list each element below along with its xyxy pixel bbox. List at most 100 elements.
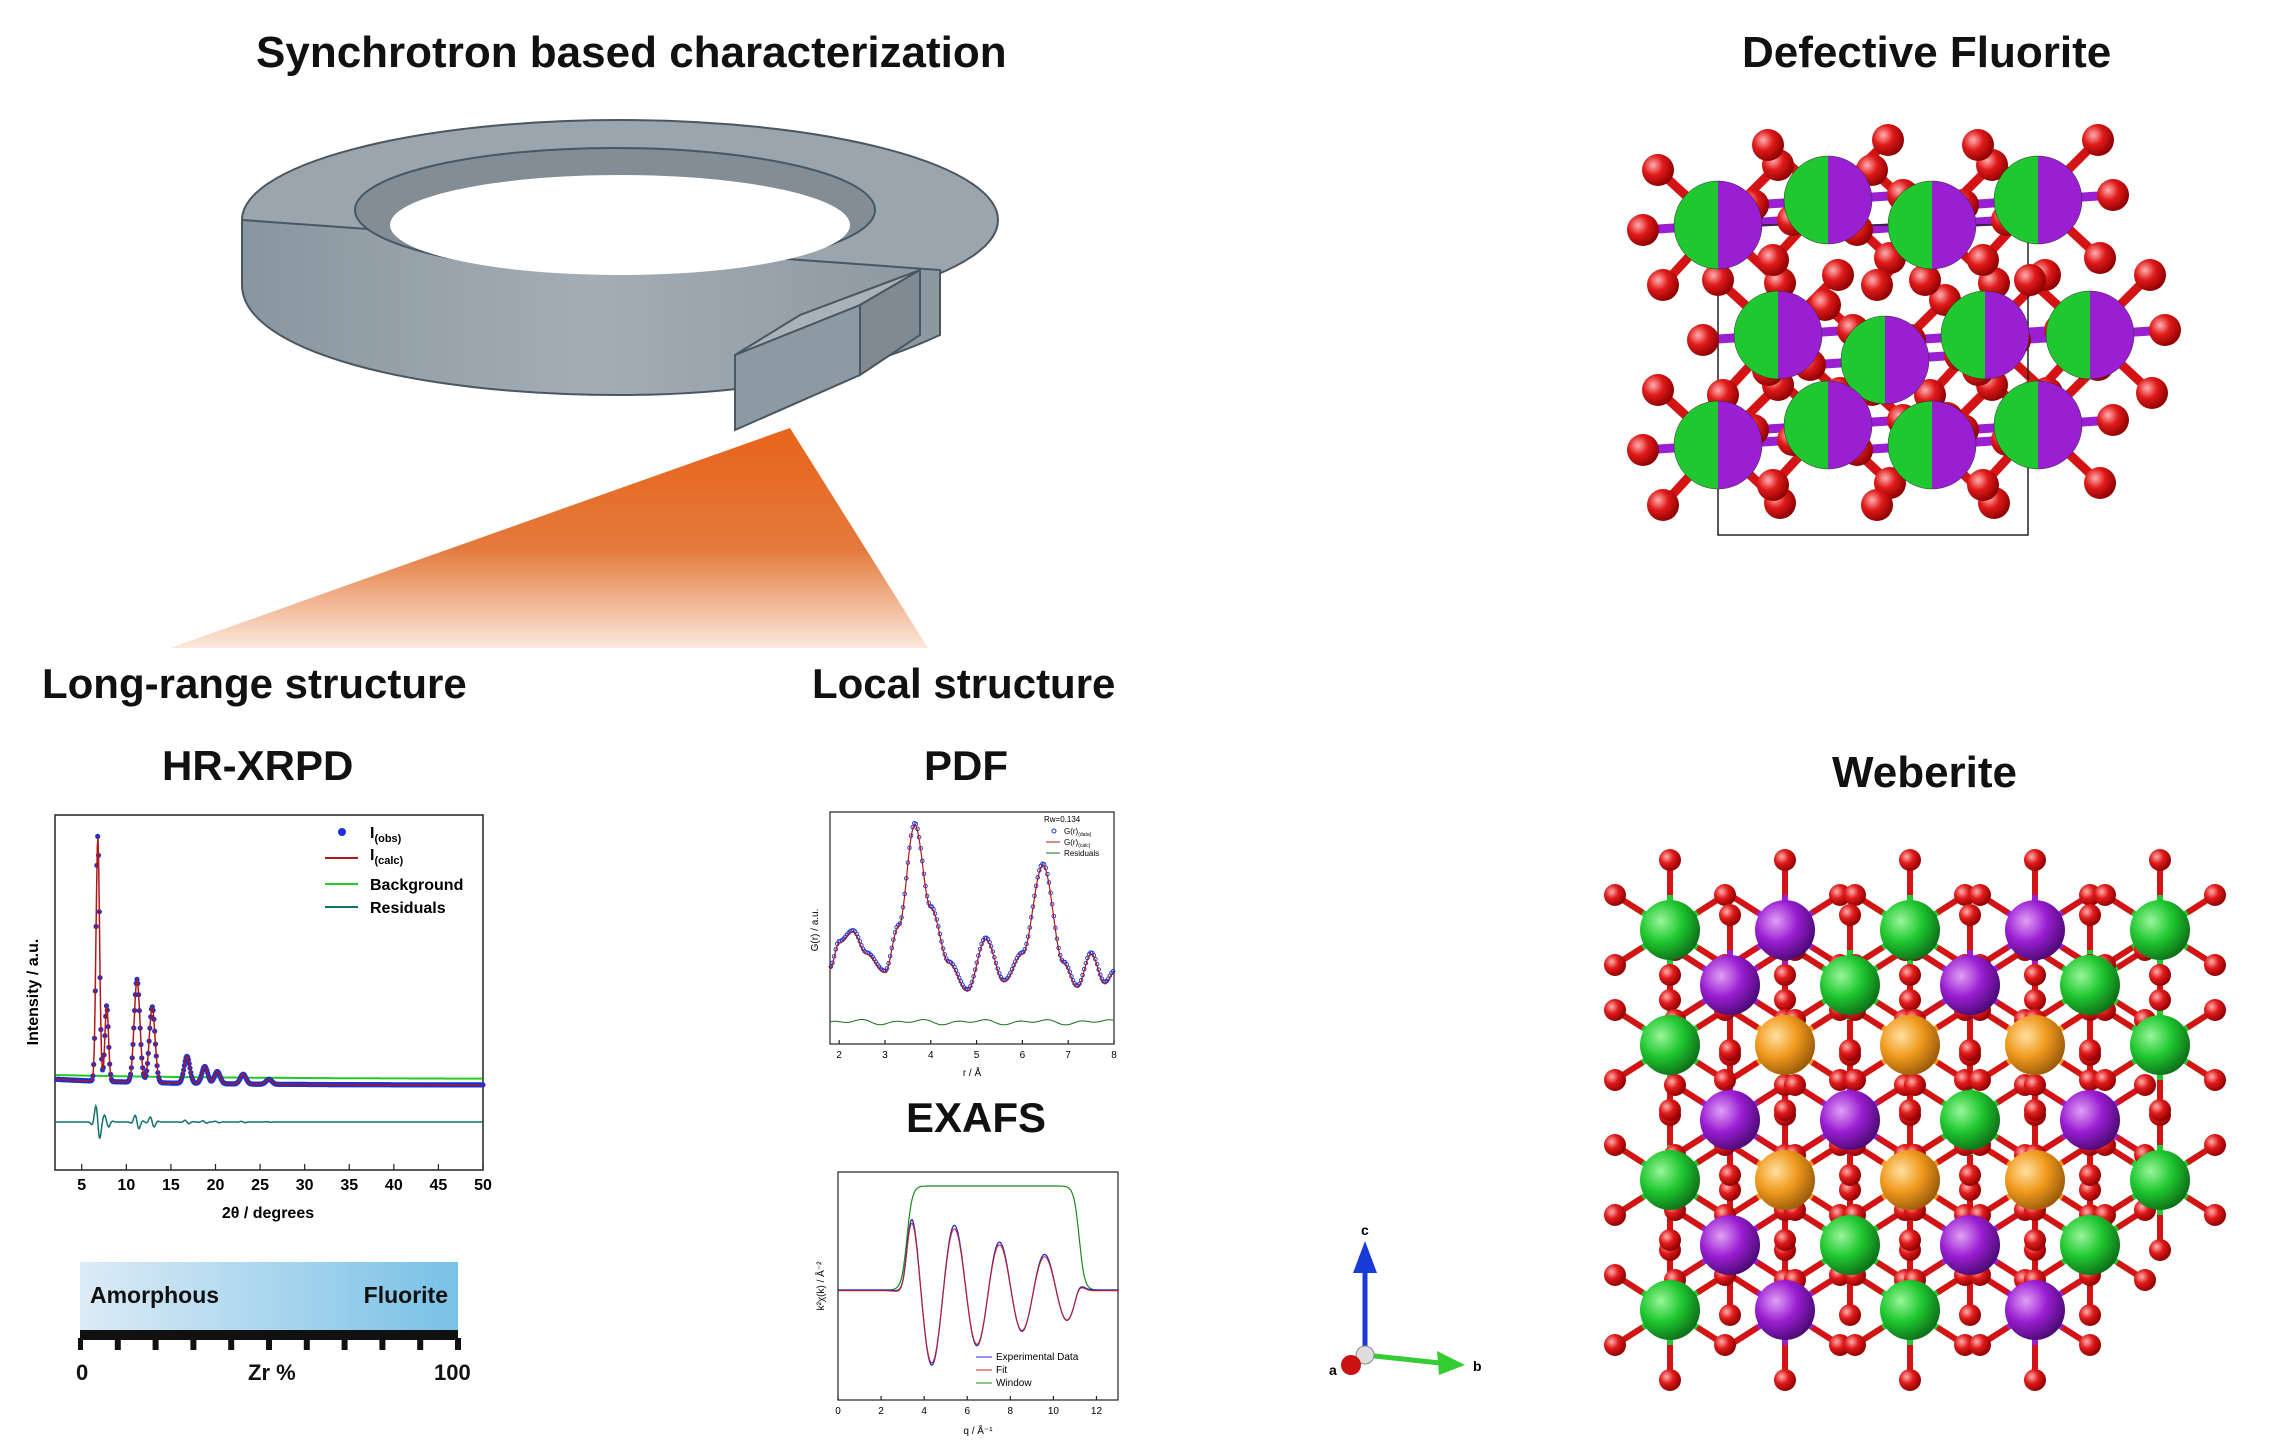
oxygen-atom: [1752, 129, 1784, 161]
ruler-tick: [228, 1338, 235, 1350]
oxygen-atom: [1822, 259, 1854, 291]
ruler-tick: [152, 1338, 159, 1350]
green-cation-atom: [2130, 900, 2190, 960]
ruler-tick: [341, 1338, 348, 1350]
oxygen-atom: [1757, 469, 1789, 501]
weberite-structure: [1604, 849, 2226, 1391]
pdf-legend-calc: G(r)(calc): [1064, 838, 1091, 849]
mixed-cation-atom: [2045, 290, 2135, 380]
mixed-cation-atom: [1783, 155, 1873, 245]
purple-cation-atom: [1700, 1215, 1760, 1275]
orange-cation-atom: [1880, 1015, 1940, 1075]
defective-fluorite-title: Defective Fluorite: [1742, 28, 2112, 77]
mixed-cation-atom: [1840, 315, 1930, 405]
x-tick-label: 0: [835, 1406, 841, 1417]
exafs-legend-exp: Experimental Data: [996, 1352, 1079, 1363]
ruler-tick: [114, 1338, 121, 1350]
hrxrpd-residuals-line: [55, 1103, 483, 1139]
oxygen-atom: [1714, 1334, 1736, 1356]
ruler-tick: [303, 1338, 310, 1350]
exafs-legend-fit: Fit: [996, 1365, 1007, 1376]
x-tick-label: 7: [1065, 1050, 1071, 1061]
oxygen-atom: [1664, 1074, 1686, 1096]
mixed-cation-atom: [1673, 180, 1763, 270]
green-cation-atom: [1940, 1090, 2000, 1150]
green-cation-atom: [1820, 955, 1880, 1015]
oxygen-atom: [1604, 1264, 1626, 1286]
oxygen-atom: [1899, 989, 1921, 1011]
oxygen-atom: [1839, 904, 1861, 926]
oxygen-atom: [2204, 954, 2226, 976]
oxygen-atom: [2014, 264, 2046, 296]
legend-calc-label: I(calc): [370, 847, 404, 867]
pdf-legend: G(r)(data) G(r)(calc) Residuals: [1046, 827, 1099, 858]
oxygen-atom: [1861, 269, 1893, 301]
purple-cation-atom: [1755, 900, 1815, 960]
oxygen-atom: [1719, 904, 1741, 926]
hrxrpd-legend: I(obs) I(calc) Background Residuals: [325, 825, 463, 917]
hrxrpd-ylabel: Intensity / a.u.: [25, 939, 42, 1046]
oxygen-atom: [2204, 884, 2226, 906]
oxygen-atom: [1604, 1334, 1626, 1356]
oxygen-atom: [2024, 1229, 2046, 1251]
orange-cation-atom: [1755, 1150, 1815, 1210]
synchrotron-ring-illustration: [170, 119, 999, 648]
oxygen-atom: [1969, 1069, 1991, 1091]
b-axis-arrow: [1437, 1351, 1465, 1375]
oxygen-atom: [2024, 964, 2046, 986]
oxygen-atom: [1899, 849, 1921, 871]
oxygen-atom: [1659, 964, 1681, 986]
purple-cation-atom: [1755, 1280, 1815, 1340]
purple-cation-atom: [2005, 900, 2065, 960]
mixed-cation-atom: [1993, 155, 2083, 245]
x-tick-label: 35: [340, 1177, 358, 1194]
c-axis-arrow: [1353, 1241, 1377, 1273]
oxygen-atom: [1967, 244, 1999, 276]
oxygen-atom: [2024, 989, 2046, 1011]
oxygen-atom: [2024, 849, 2046, 871]
oxygen-atom: [1719, 1304, 1741, 1326]
oxygen-atom: [1659, 849, 1681, 871]
oxygen-atom: [2097, 179, 2129, 211]
oxygen-atom: [2149, 849, 2171, 871]
oxygen-atom: [1714, 884, 1736, 906]
green-cation-atom: [1640, 1015, 1700, 1075]
x-tick-label: 2: [836, 1050, 842, 1061]
exafs-legend-window: Window: [996, 1378, 1032, 1389]
oxygen-atom: [1967, 469, 1999, 501]
purple-cation-atom: [1940, 1215, 2000, 1275]
oxygen-atom: [1969, 1334, 1991, 1356]
oxygen-atom: [2134, 259, 2166, 291]
purple-cation-atom: [2060, 1090, 2120, 1150]
hrxrpd-obs-point: [95, 833, 101, 839]
ruler-tick: [78, 1338, 83, 1350]
oxygen-atom: [2079, 1039, 2101, 1061]
synchrotron-title: Synchrotron based characterization: [256, 28, 1007, 77]
oxygen-atom: [1899, 1229, 1921, 1251]
x-tick-label: 3: [882, 1050, 888, 1061]
b-axis-label: b: [1473, 1358, 1482, 1374]
green-cation-atom: [2060, 955, 2120, 1015]
legend-obs-marker: [338, 828, 346, 836]
orange-cation-atom: [1880, 1150, 1940, 1210]
oxygen-atom: [2097, 404, 2129, 436]
oxygen-atom: [2149, 1239, 2171, 1261]
oxygen-atom: [2204, 1134, 2226, 1156]
legend-obs-label: I(obs): [370, 825, 402, 845]
green-cation-atom: [1820, 1215, 1880, 1275]
green-cation-atom: [2130, 1015, 2190, 1075]
composition-axis-label: Zr %: [248, 1360, 296, 1385]
exafs-ylabel: k²χ(k) / Å⁻²: [814, 1261, 827, 1311]
oxygen-atom: [2079, 904, 2101, 926]
oxygen-atom: [1844, 884, 1866, 906]
oxygen-atom: [1604, 1204, 1626, 1226]
hrxrpd-plot-frame: [54, 814, 484, 1171]
oxygen-atom: [1904, 1074, 1926, 1096]
oxygen-atom: [2134, 1269, 2156, 1291]
x-tick-label: 5: [77, 1177, 86, 1194]
pdf-legend-data: G(r)(data): [1064, 827, 1092, 838]
composition-ruler: [78, 1330, 461, 1350]
oxygen-atom: [1604, 1134, 1626, 1156]
local-structure-title: Local structure: [812, 660, 1116, 707]
